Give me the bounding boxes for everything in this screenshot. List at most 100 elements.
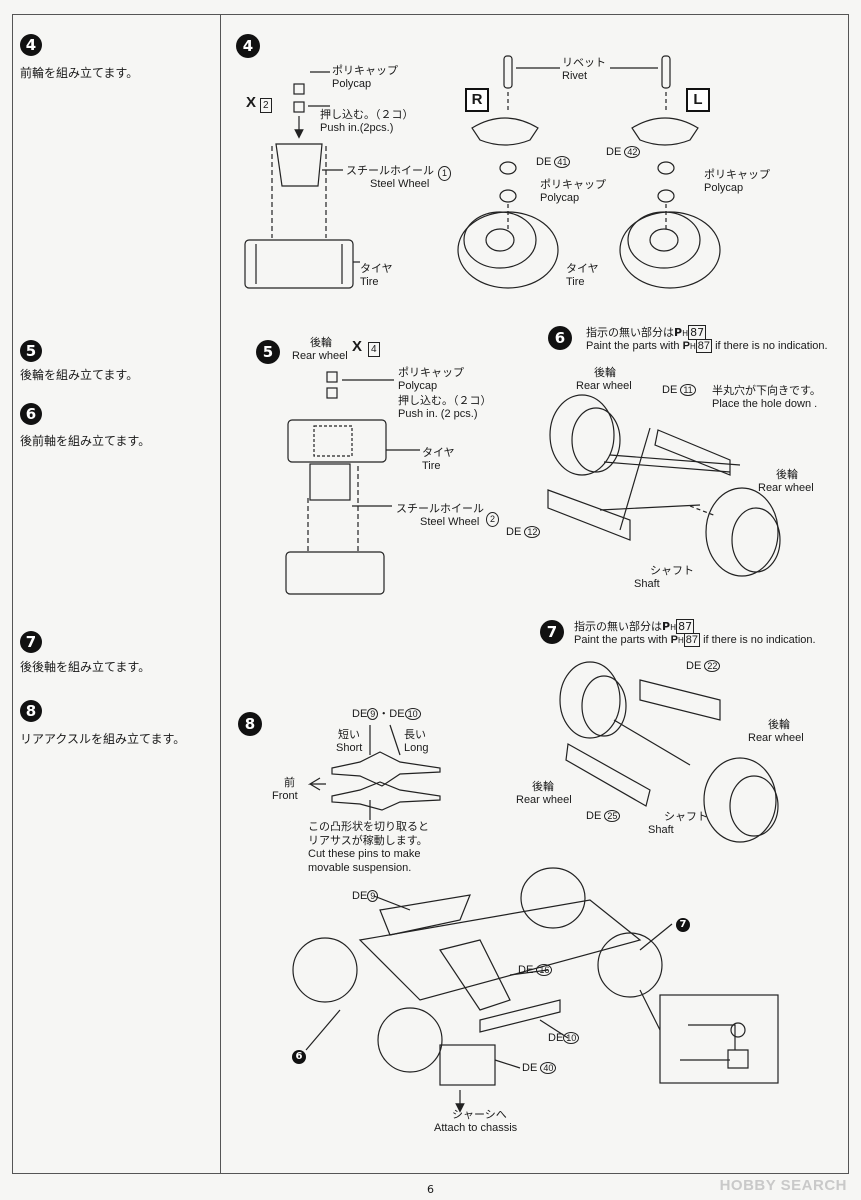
step4-polycap2-jp: ポリキャップ — [540, 178, 606, 191]
step5-tire-jp: タイヤ — [422, 446, 455, 459]
step4-polycap-jp: ポリキャップ — [332, 64, 398, 77]
step4-qty-mark: X — [246, 94, 257, 111]
step4-steel-en: Steel Wheel — [370, 178, 430, 190]
step-6-number: 6 — [20, 403, 42, 425]
step8-ref-6: 6 — [292, 1050, 306, 1064]
step7-rear2-en: Rear wheel — [516, 794, 572, 806]
step-8-number: 8 — [20, 700, 42, 722]
step4-right-letter: R — [465, 88, 489, 112]
step6-rear2-jp: 後輪 — [776, 468, 798, 481]
step7-shaft-en: Shaft — [648, 824, 674, 836]
step5-qty-mark: X — [352, 338, 363, 355]
step8-front-jp: 前 — [284, 776, 295, 789]
step5-rear-en: Rear wheel — [292, 350, 348, 362]
page-frame — [12, 14, 849, 1174]
step4-tire2-jp: タイヤ — [566, 262, 599, 275]
step6-de11-label: DE 11 — [662, 384, 696, 397]
step7-rear1-jp: 後輪 — [768, 718, 790, 731]
step7-rear2-jp: 後輪 — [532, 780, 554, 793]
step5-tire-en: Tire — [422, 460, 441, 472]
step7-de22-label: DE 22 — [686, 660, 721, 673]
step4-tire-jp: タイヤ — [360, 262, 393, 275]
step-5-text: 後輪を組み立てます。 — [20, 368, 139, 382]
step4-de41-label: DE 41 — [536, 156, 571, 169]
step6-shaft-jp: シャフト — [650, 564, 694, 577]
step8-long-en: Long — [404, 742, 429, 754]
step8-spring-parts — [307, 724, 441, 820]
step4-left-letter: L — [686, 88, 710, 112]
step4-polycap-en: Polycap — [332, 78, 372, 90]
step7-shaft-jp: シャフト — [664, 810, 708, 823]
step6-shaft-en: Shaft — [634, 578, 660, 590]
step4-steel-num: 1 — [438, 166, 452, 181]
step5-rear-jp: 後輪 — [310, 336, 332, 349]
step8-de16-label: DE 16 — [518, 964, 553, 977]
step5-push-jp: 押し込む。（２コ） — [398, 394, 492, 407]
step6-rear2-en: Rear wheel — [758, 482, 814, 494]
step4-tire2-en: Tire — [566, 276, 585, 288]
step4-polycap3-en: Polycap — [704, 182, 744, 194]
step-5-badge: 5 — [256, 340, 280, 364]
step5-push-en: Push in. (2 pcs.) — [398, 408, 478, 420]
step-7-text: 後後軸を組み立てます。 — [20, 660, 151, 674]
step-5-number: 5 — [20, 340, 42, 362]
step8-front-en: Front — [272, 790, 298, 802]
step4-push-jp: 押し込む。（２コ） — [320, 108, 414, 121]
step-6-badge: 6 — [548, 326, 572, 350]
step8-short-jp: 短い — [338, 728, 360, 741]
step8-cut-en1: Cut these pins to make — [308, 848, 421, 860]
step4-push-en: Push in.(2pcs.) — [320, 122, 394, 134]
step6-de12-label: DE 12 — [506, 526, 541, 539]
step8-ref-7: 7 — [676, 918, 690, 932]
step7-rear1-en: Rear wheel — [748, 732, 804, 744]
step8-cut-en2: movable suspension. — [308, 862, 412, 874]
step4-wheel-exploded — [244, 71, 360, 289]
step4-polycap2-en: Polycap — [540, 192, 580, 204]
step4-rivet-en: Rivet — [562, 70, 588, 82]
step8-cut-jp1: この凸形状を切り取ると — [308, 820, 429, 833]
step5-qty-num: 4 — [368, 342, 380, 357]
step-4-badge: 4 — [236, 34, 260, 58]
step4-hub-right — [457, 55, 560, 289]
step5-steel-en: Steel Wheel — [420, 516, 480, 528]
page-number: 6 — [427, 1183, 434, 1196]
step4-rivet-jp: リベット — [562, 56, 606, 69]
step8-chassis-en: Attach to chassis — [434, 1122, 518, 1134]
watermark-logo: HOBBY SEARCH — [719, 1177, 847, 1194]
step5-polycap-jp: ポリキャップ — [398, 366, 464, 379]
step8-long-jp: 長い — [404, 728, 426, 741]
step5-steel-jp: スチールホイール — [396, 502, 484, 515]
step-7-number: 7 — [20, 631, 42, 653]
step-7-badge: 7 — [540, 620, 564, 644]
step-8-badge: 8 — [238, 712, 262, 736]
step8-chassis-jp: シャーシへ — [452, 1108, 507, 1121]
step7-de25-label: DE 25 — [586, 810, 621, 823]
step4-de42-label: DE 42 — [606, 146, 641, 159]
step5-wheel-exploded — [285, 371, 420, 595]
step6-axle — [547, 394, 781, 577]
step8-short-en: Short — [336, 742, 363, 754]
step6-hole-jp: 半丸穴が下向きです。 — [712, 384, 821, 397]
step-4-text: 前輪を組み立てます。 — [20, 66, 139, 80]
step4-hub-left — [610, 55, 721, 289]
step5-polycap-en: Polycap — [398, 380, 438, 392]
step8-de40-label: DE 40 — [522, 1062, 557, 1075]
step6-rear1-jp: 後輪 — [594, 366, 616, 379]
step4-steel-jp: スチールホイール — [346, 164, 434, 177]
step4-qty-num: 2 — [260, 98, 272, 113]
step4-polycap3-jp: ポリキャップ — [704, 168, 770, 181]
step-4-number: 4 — [20, 34, 42, 56]
step4-tire-en: Tire — [360, 276, 379, 288]
step6-hole-en: Place the hole down . — [712, 398, 818, 410]
step5-steel-num: 2 — [486, 512, 500, 527]
step8-cut-jp2: リアサスが稼動します。 — [308, 834, 428, 847]
step8-chassis-assembly — [292, 867, 779, 1113]
step-8-text: リアアクスルを組み立てます。 — [20, 732, 186, 746]
step6-rear1-en: Rear wheel — [576, 380, 632, 392]
